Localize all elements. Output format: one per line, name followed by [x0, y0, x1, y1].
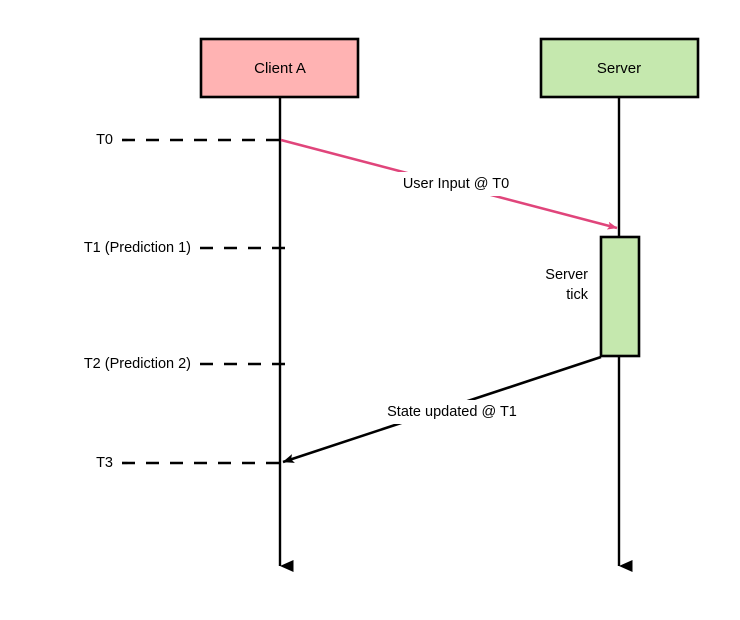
message-label-backdrop-state-updated	[362, 400, 542, 424]
time-marker-lines	[122, 138, 286, 465]
time-label-t0: T0	[96, 132, 113, 148]
participant-box-client-a[interactable]	[199, 37, 360, 99]
participant-label-client-a: Client A	[254, 60, 306, 77]
time-marker-labels: T0 T1 (Prediction 1) T2 (Prediction 2) T…	[84, 132, 191, 471]
activation-label-line-2: tick	[566, 287, 589, 303]
message-label-state-updated: State updated @ T1	[387, 404, 517, 420]
participant-client-a[interactable]: Client A	[199, 37, 360, 99]
participant-box-server[interactable]	[539, 37, 700, 99]
time-label-t1: T1 (Prediction 1)	[84, 240, 191, 256]
message-user-input[interactable]: User Input @ T0	[280, 138, 618, 230]
time-label-t3: T3	[96, 455, 113, 471]
activation-label-line-1: Server	[545, 267, 588, 283]
time-label-t2: T2 (Prediction 2)	[84, 356, 191, 372]
participant-label-server: Server	[597, 60, 641, 77]
activation-server-tick[interactable]: Server tick	[545, 235, 641, 358]
lifelines	[278, 98, 633, 572]
message-state-updated[interactable]: State updated @ T1	[282, 355, 602, 464]
activation-box[interactable]	[599, 235, 641, 358]
message-label-user-input: User Input @ T0	[403, 176, 509, 192]
message-label-backdrop-user-input	[378, 172, 534, 196]
participant-server[interactable]: Server	[539, 37, 700, 99]
